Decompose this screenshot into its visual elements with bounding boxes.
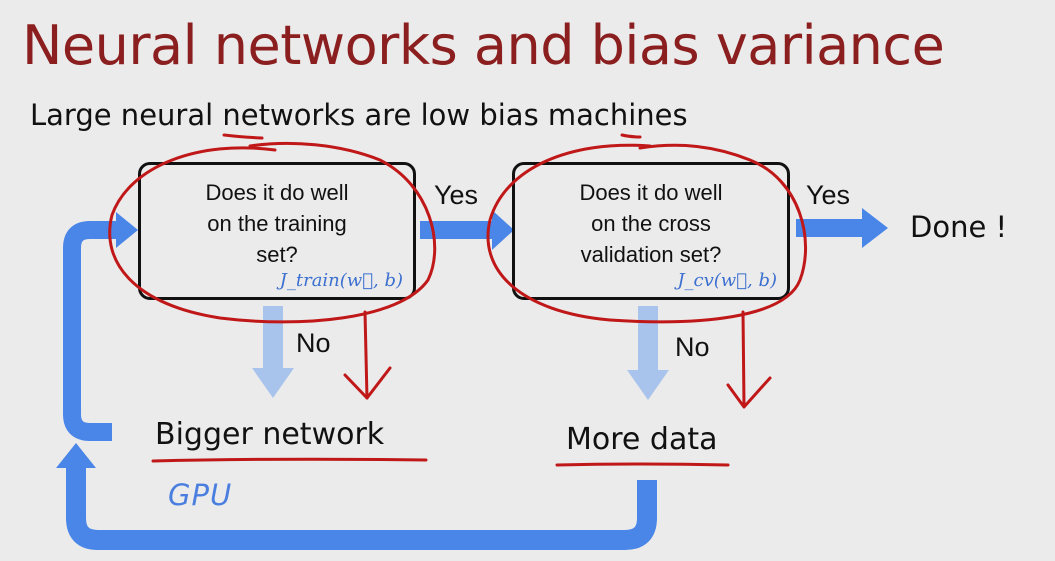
- training-set-box: Does it do well on the training set? J_t…: [138, 162, 416, 300]
- red-arrow-2-head-mark: [726, 376, 772, 409]
- retry-loop-arrow: [63, 221, 118, 441]
- yes-label-1: Yes: [434, 180, 479, 210]
- no-arrow-2-head: [627, 370, 669, 400]
- underline-bigger-network-mark: [151, 457, 428, 463]
- yes-label-2: Yes: [806, 180, 851, 210]
- yes-arrow-2-shaft: [796, 219, 864, 237]
- underline-machines-mark: [620, 133, 642, 139]
- red-arrow-1-mark: [363, 310, 369, 400]
- j-cv-formula-text: J_cv(w⃗, b): [677, 270, 777, 291]
- yes-arrow-2-head: [862, 208, 888, 248]
- retry-loop-arrowhead: [116, 212, 138, 248]
- gpu-loop-arrow: [66, 465, 657, 550]
- training-set-question: Does it do well on the training set?: [205, 180, 349, 267]
- j-train-formula: J_train(w⃗, b): [280, 270, 403, 291]
- gpu-annotation: GPU: [168, 478, 233, 512]
- more-data-label: More data: [566, 422, 718, 457]
- done-label: Done !: [910, 210, 1008, 244]
- circle-cv-box-mark: [486, 143, 808, 324]
- no-arrow-1-head: [252, 368, 294, 398]
- no-label-2: No: [675, 332, 710, 362]
- red-arrow-2-mark: [741, 310, 746, 407]
- circle-training-box-mark: [108, 141, 437, 324]
- slide-title: Neural networks and bias variance: [22, 14, 945, 77]
- gpu-loop-arrowhead: [56, 443, 96, 468]
- no-label-1: No: [296, 328, 331, 358]
- slide-subtitle: Large neural networks are low bias machi…: [30, 98, 688, 132]
- yes-arrow-1-shaft: [420, 221, 494, 239]
- j-cv-formula: J_cv(w⃗, b): [677, 270, 777, 291]
- red-arrow-1-head-mark: [343, 366, 392, 400]
- underline-more-data-mark: [555, 462, 730, 467]
- cv-set-box: Does it do well on the cross validation …: [512, 162, 790, 300]
- bigger-network-label: Bigger network: [155, 417, 385, 452]
- underline-neural-mark: [222, 133, 264, 140]
- cv-set-question: Does it do well on the cross validation …: [579, 180, 723, 267]
- yes-arrow-1-head: [492, 210, 514, 250]
- j-train-formula-text: J_train(w⃗, b): [279, 270, 403, 291]
